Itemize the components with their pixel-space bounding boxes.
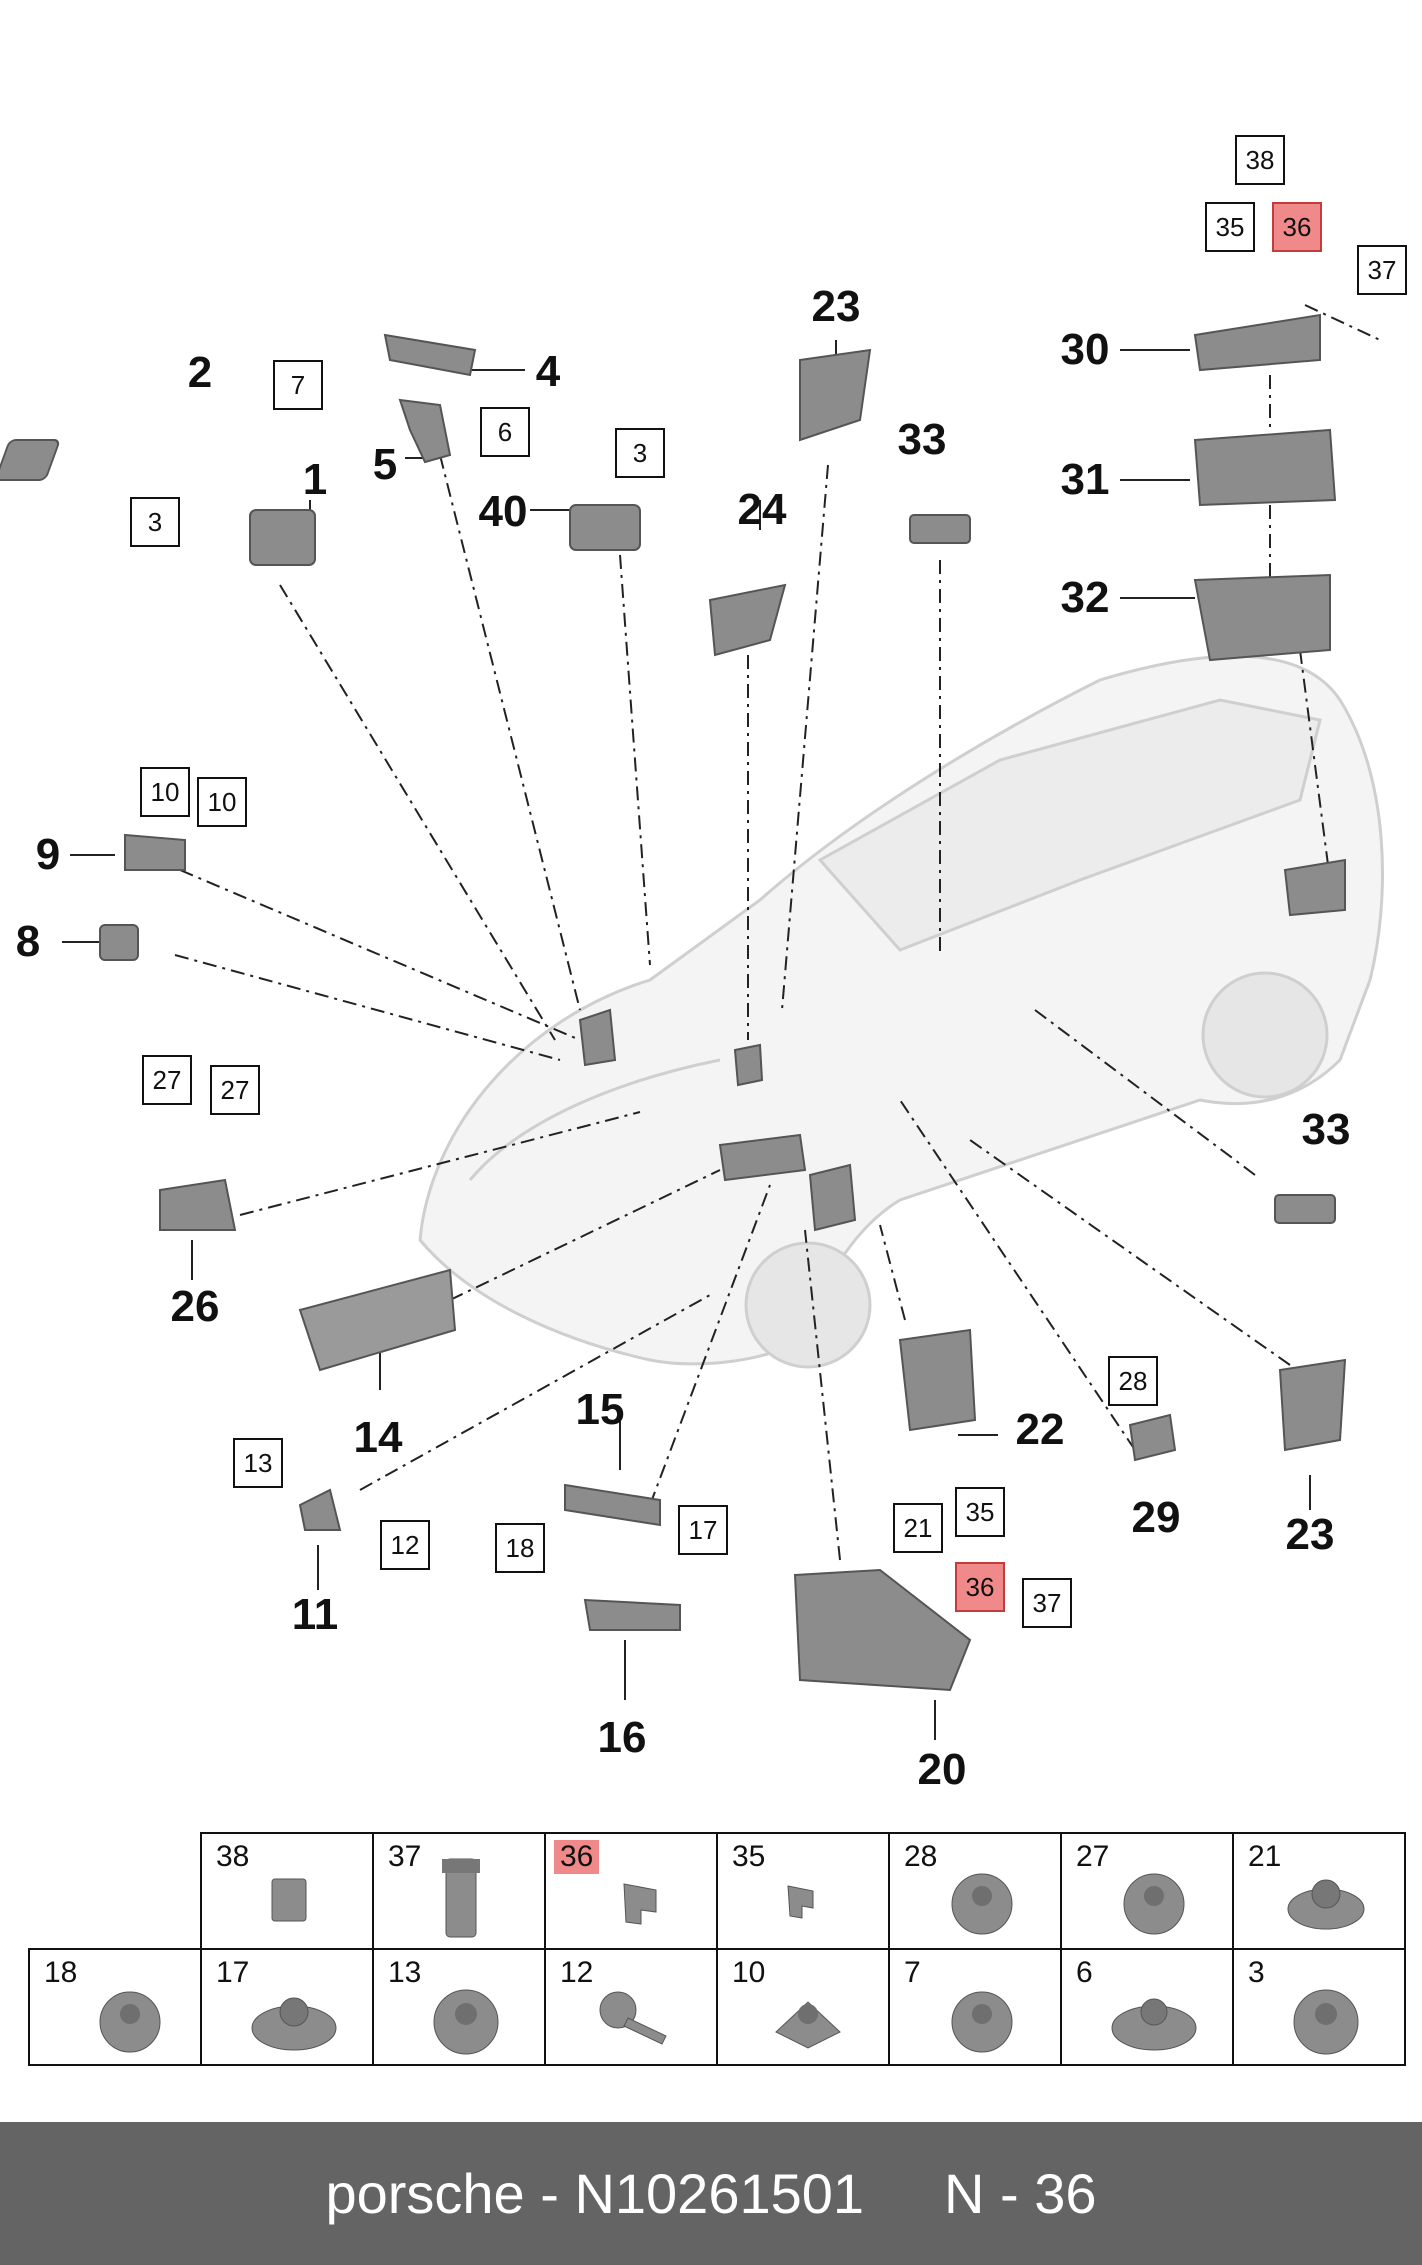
flange-nut-icon — [1293, 1989, 1359, 2055]
legend-cell-7: 7 — [888, 1948, 1062, 2066]
legend-cell-3: 3 — [1232, 1948, 1406, 2066]
legend-label: 28 — [904, 1840, 938, 1873]
box-36-bottom-highlighted: 36 — [955, 1562, 1005, 1612]
callout-15: 15 — [575, 1385, 625, 1434]
callout-9: 9 — [35, 830, 61, 879]
legend-cell-37: 37 — [372, 1832, 546, 1950]
screw-icon — [599, 1991, 667, 2045]
callout-33-top: 33 — [897, 415, 947, 464]
legend-label: 7 — [904, 1956, 921, 1989]
leader-lines — [174, 304, 1381, 1561]
legend-label: 6 — [1076, 1956, 1093, 1989]
box-37-bottom: 37 — [1022, 1578, 1072, 1628]
legend-cell-27: 27 — [1060, 1832, 1234, 1950]
flange-nut-icon — [951, 1991, 1013, 2053]
box-6: 6 — [480, 407, 530, 457]
flange-nut-icon — [433, 1989, 499, 2055]
box-3-mid: 3 — [615, 428, 665, 478]
callout-23-bottom: 23 — [1285, 1510, 1335, 1559]
legend-cell-18: 18 — [28, 1948, 202, 2066]
box-28: 28 — [1108, 1356, 1158, 1406]
box-38-top: 38 — [1235, 135, 1285, 185]
box-27-b: 27 — [210, 1065, 260, 1115]
flange-nut-icon — [99, 1991, 161, 2053]
box-3-left: 3 — [130, 497, 180, 547]
footer-brand: porsche - N10261501 — [325, 2162, 865, 2225]
footer-banner: porsche - N10261501 N - 36 — [0, 2122, 1422, 2265]
legend-label-highlighted: 36 — [554, 1840, 600, 1874]
legend-cell-10: 10 — [716, 1948, 890, 2066]
callout-30: 30 — [1060, 325, 1110, 374]
box-35-top: 35 — [1205, 202, 1255, 252]
callout-24: 24 — [737, 485, 787, 534]
legend-cell-13: 13 — [372, 1948, 546, 2066]
legend-cell-12: 12 — [544, 1948, 718, 2066]
legend-cell-28: 28 — [888, 1832, 1062, 1950]
legend-label: 17 — [216, 1956, 250, 1989]
flange-nut-icon — [1123, 1873, 1185, 1935]
callout-8: 8 — [15, 917, 41, 966]
legend-label: 37 — [388, 1840, 422, 1873]
footer-part: N - 36 — [944, 2162, 1097, 2225]
blade-fuse-icon — [623, 1883, 657, 1925]
legend-label: 18 — [44, 1956, 78, 1989]
callout-ticks — [62, 340, 1311, 1740]
callout-4: 4 — [535, 347, 561, 396]
parts — [0, 313, 1347, 1692]
box-13: 13 — [233, 1438, 283, 1488]
callout-5: 5 — [372, 440, 398, 489]
callout-29: 29 — [1131, 1493, 1181, 1542]
mini-fuse-icon — [787, 1885, 814, 1919]
box-27-a: 27 — [142, 1055, 192, 1105]
legend-label: 3 — [1248, 1956, 1265, 1989]
callout-23-top: 23 — [811, 282, 861, 331]
fuse-block-icon — [271, 1878, 307, 1922]
legend-label: 38 — [216, 1840, 250, 1873]
box-21: 21 — [893, 1503, 943, 1553]
flange-nut-icon — [1111, 1998, 1197, 2051]
callout-31: 31 — [1060, 455, 1110, 504]
callout-20: 20 — [917, 1745, 967, 1794]
callout-22: 22 — [1015, 1405, 1065, 1454]
legend-cell-38: 38 — [200, 1832, 374, 1950]
callout-11: 11 — [291, 1590, 339, 1639]
legend-cell-36: 36 — [544, 1832, 718, 1950]
box-12: 12 — [380, 1520, 430, 1570]
callout-1: 1 — [302, 455, 328, 504]
legend-cell-35: 35 — [716, 1832, 890, 1950]
callout-2: 2 — [187, 348, 213, 397]
legend-label: 13 — [388, 1956, 422, 1989]
flange-nut-icon — [1287, 1879, 1365, 1930]
box-17: 17 — [678, 1505, 728, 1555]
box-10-a: 10 — [140, 767, 190, 817]
box-7: 7 — [273, 360, 323, 410]
callout-32: 32 — [1060, 573, 1110, 622]
legend-cell-17: 17 — [200, 1948, 374, 2066]
parts-diagram — [0, 304, 1384, 1740]
box-10-b: 10 — [197, 777, 247, 827]
flange-nut-icon — [251, 1997, 337, 2051]
callout-26: 26 — [170, 1282, 220, 1331]
legend-label: 21 — [1248, 1840, 1282, 1873]
car-outline — [418, 654, 1384, 1369]
callout-33-bottom: 33 — [1301, 1105, 1351, 1154]
legend-label: 35 — [732, 1840, 766, 1873]
box-36-top-highlighted: 36 — [1272, 202, 1322, 252]
box-35-bottom: 35 — [955, 1487, 1005, 1537]
legend-label: 12 — [560, 1956, 594, 1989]
legend-label: 27 — [1076, 1840, 1110, 1873]
box-18: 18 — [495, 1523, 545, 1573]
callout-16: 16 — [597, 1713, 647, 1762]
callout-40: 40 — [478, 487, 528, 536]
legend-cell-6: 6 — [1060, 1948, 1234, 2066]
maxi-fuse-icon — [442, 1858, 480, 1938]
callout-14: 14 — [353, 1413, 403, 1462]
flange-nut-icon — [951, 1873, 1013, 1935]
legend-label: 10 — [732, 1956, 766, 1989]
legend-cell-21: 21 — [1232, 1832, 1406, 1950]
clip-nut-icon — [775, 2001, 841, 2049]
box-37-top: 37 — [1357, 245, 1407, 295]
